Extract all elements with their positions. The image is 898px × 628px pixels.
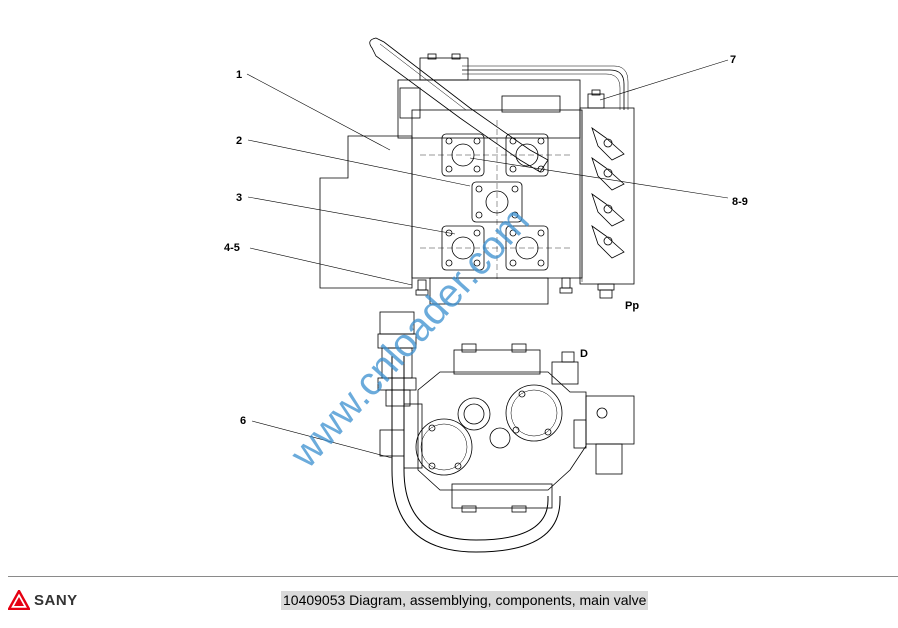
left-housing (319, 135, 413, 289)
side-ports (591, 126, 625, 259)
upper-valve-view (319, 37, 635, 305)
callout-pp: Pp (625, 300, 639, 312)
cover-right (505, 384, 563, 442)
cover-left (415, 418, 473, 476)
top-pipe (369, 37, 549, 173)
footer-divider (8, 576, 898, 577)
center-port (457, 397, 491, 431)
callout-d: D (580, 348, 588, 360)
leader-lines (246, 59, 729, 459)
callout-layer: 1 2 3 4-5 6 7 8-9 Pp D www.cnloader.com (224, 54, 748, 477)
callout-6: 6 (240, 415, 246, 427)
hose-6 (391, 356, 561, 553)
bolts-4-5 (415, 277, 573, 296)
brand-name: SANY (34, 591, 78, 609)
pp-port (597, 283, 615, 299)
sany-logo: SANY (8, 590, 78, 610)
diagram-caption: 10409053 Diagram, assemblying, component… (281, 591, 649, 610)
callout-8-9: 8-9 (732, 196, 748, 208)
callout-2: 2 (236, 135, 242, 147)
callout-1: 1 (236, 69, 242, 81)
watermark-text: www.cnloader.com (281, 199, 538, 477)
fitting-7 (587, 93, 605, 109)
lower-valve-view (377, 311, 635, 553)
callout-7: 7 (730, 54, 736, 66)
main-valve-diagram (246, 37, 729, 553)
pilot-hoses (462, 69, 625, 110)
callout-4-5: 4-5 (224, 242, 240, 254)
sany-logo-icon (8, 590, 30, 610)
bottom-block (429, 277, 549, 305)
callout-3: 3 (236, 192, 242, 204)
